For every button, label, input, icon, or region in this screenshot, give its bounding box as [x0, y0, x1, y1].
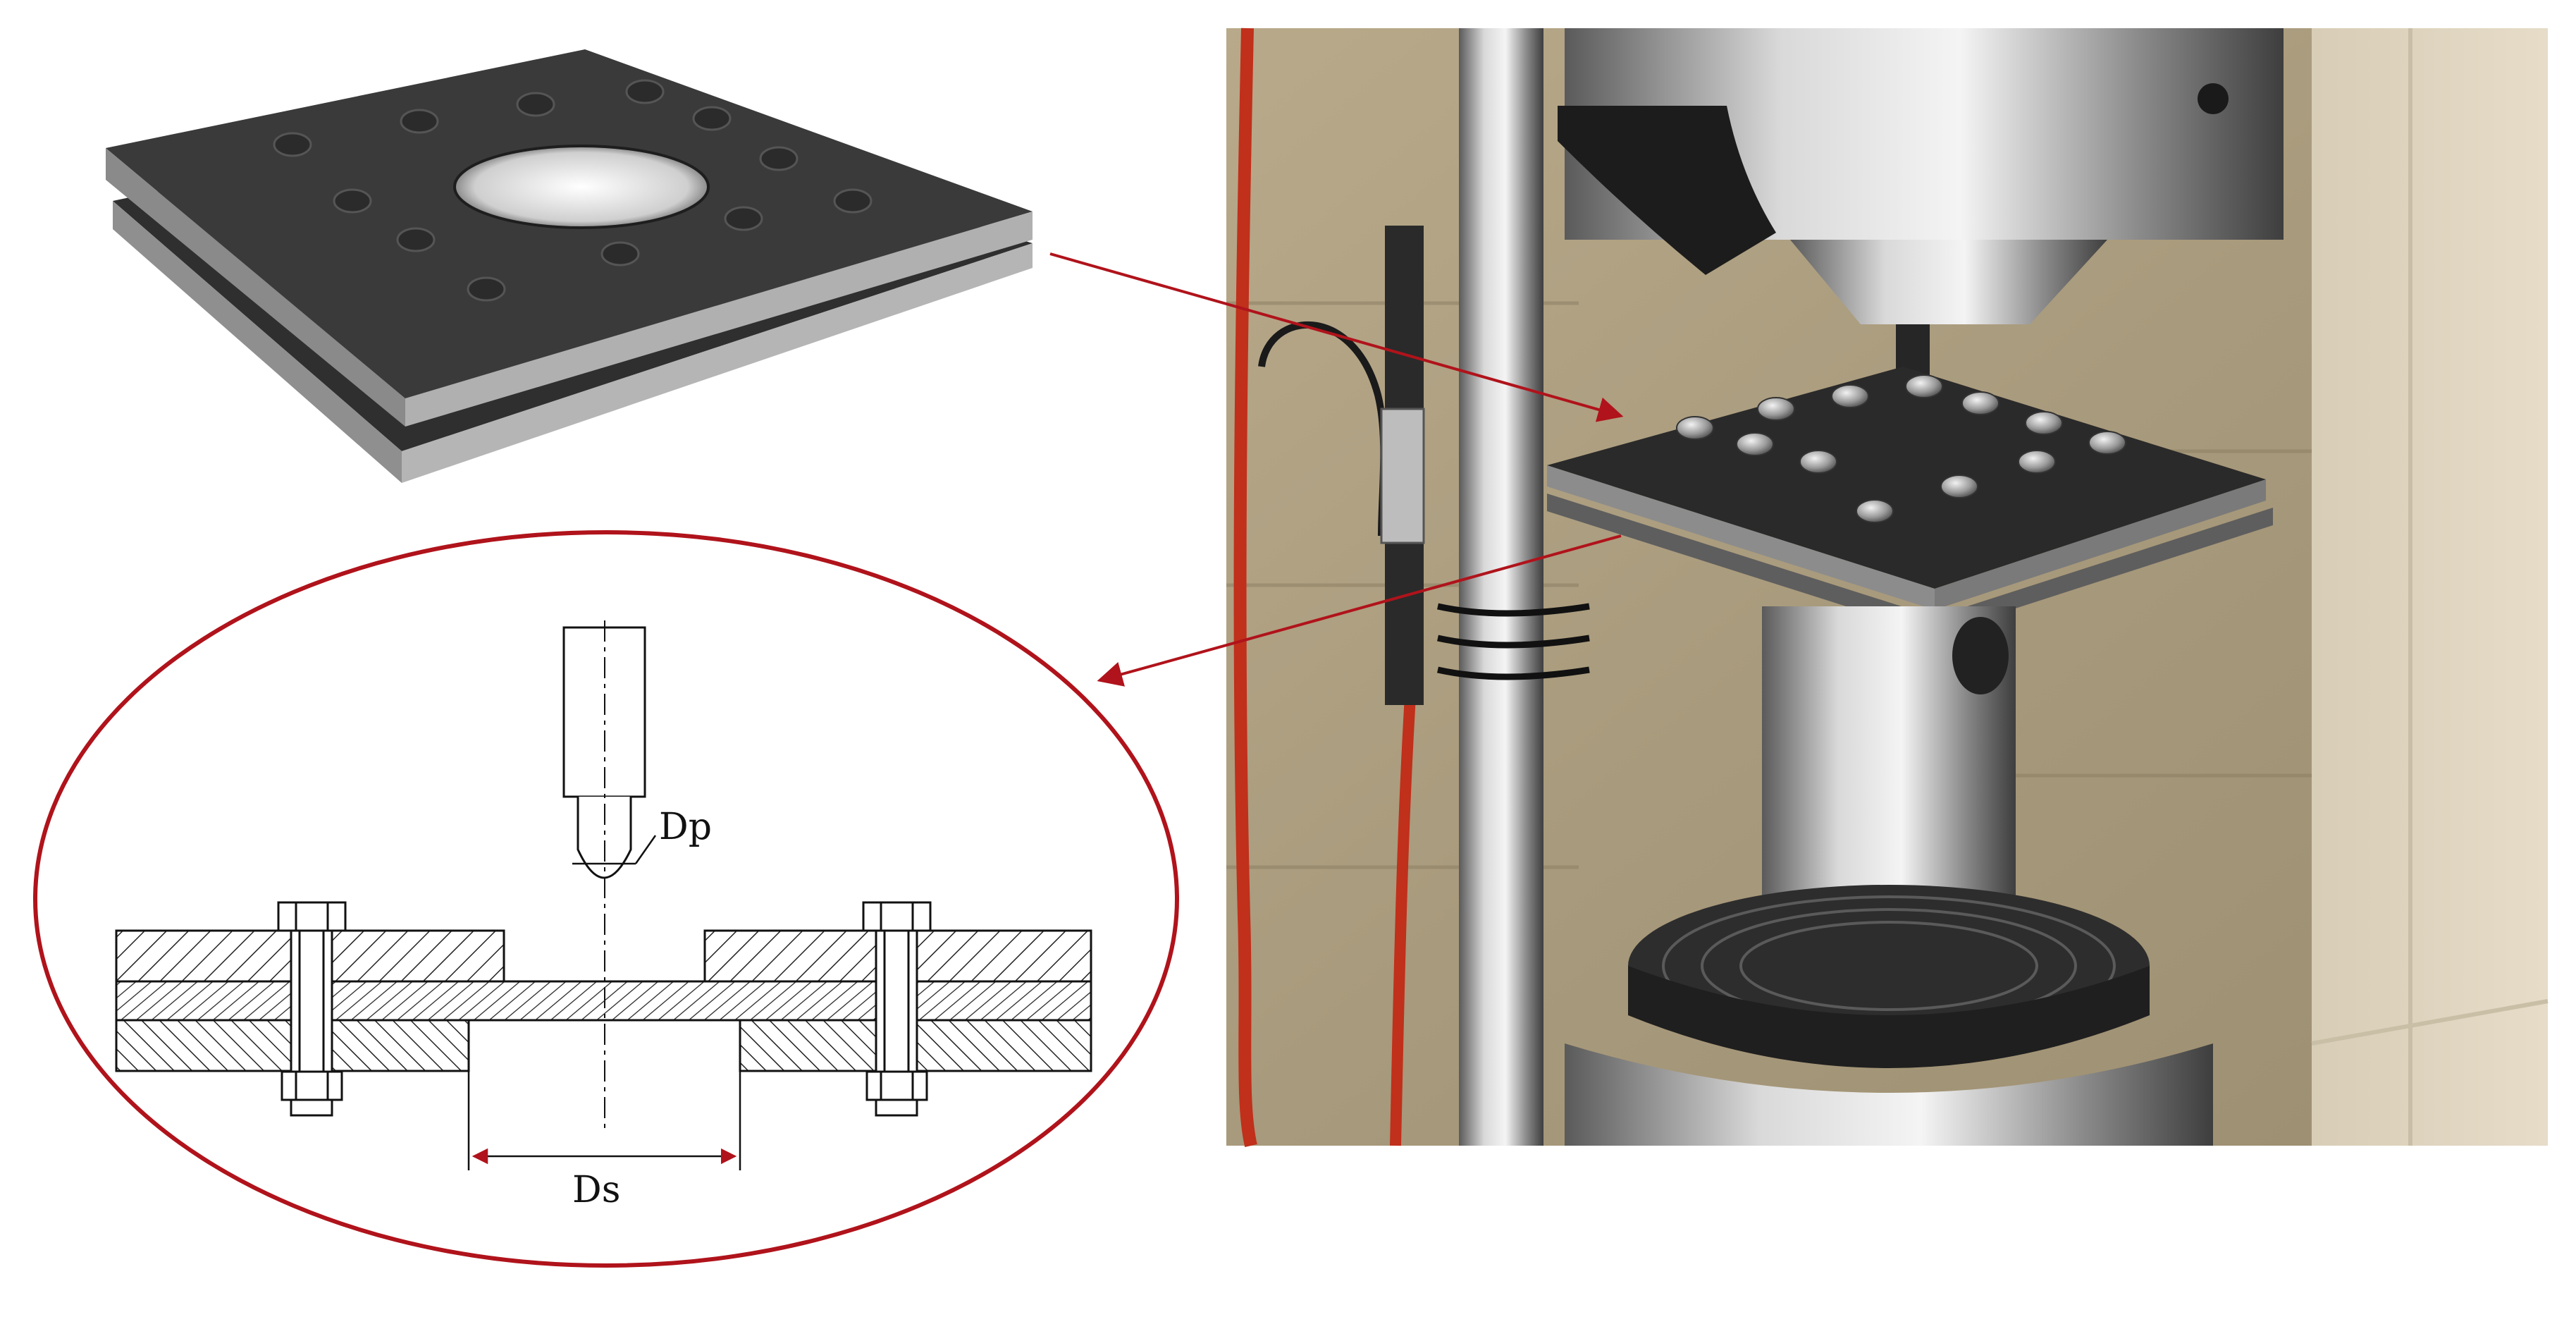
photo-of-test-setup	[1226, 27, 2549, 1148]
specimen-sheet	[115, 980, 1092, 1022]
head-hole	[2198, 83, 2229, 114]
protective-shield	[1558, 106, 1776, 275]
section-bolt-left	[277, 901, 347, 1117]
tile-wall	[2312, 28, 2548, 1146]
bolt-head	[333, 188, 372, 214]
bolt-head	[692, 106, 732, 131]
render-bolt-heads	[273, 79, 873, 302]
photo-bolt-heads	[1676, 374, 2126, 523]
lower-plate-edge-left	[113, 201, 402, 483]
support-diameter-label: Ds	[572, 1169, 620, 1211]
bolt-head	[833, 188, 873, 214]
photo-upper-plate	[1547, 367, 2266, 589]
machine-head-cone	[1790, 240, 2107, 324]
cable-ties	[1437, 603, 1590, 680]
bolt-head	[724, 206, 763, 231]
zoom-ellipse	[33, 530, 1179, 1268]
bolt-head	[273, 132, 312, 157]
bolt-head	[625, 79, 665, 104]
upper-plate-edge-left	[106, 148, 405, 427]
tile-joint	[2311, 999, 2549, 1046]
cross-section-drawing: Dp	[33, 530, 1179, 1268]
punch-diameter-label: Dp	[659, 806, 712, 848]
bolt-head	[516, 92, 555, 117]
bolt-head	[759, 146, 799, 171]
machine-base	[1565, 1043, 2213, 1146]
plate-center-hole	[453, 145, 710, 229]
section-bolt-right	[862, 901, 932, 1117]
machine-column	[1459, 28, 1543, 1146]
bolt-head	[396, 227, 436, 252]
sensor-connector	[1380, 408, 1425, 544]
arrow-photo-to-section	[1097, 534, 1622, 687]
lower-plate-edge-front	[402, 243, 1033, 483]
bolt-head	[400, 109, 439, 134]
photo-lower-plate-edge	[1547, 494, 2273, 635]
dp-leader	[634, 835, 657, 864]
bolt-head	[600, 241, 640, 267]
bolt-head	[467, 276, 506, 302]
3d-render-of-clamping-plates	[106, 49, 1033, 483]
base-platen-side	[1628, 966, 2150, 1068]
arrow-render-to-photo	[1049, 252, 1624, 422]
upper-plate-edge-front	[405, 212, 1033, 427]
photo-upper-plate-edge-right	[1935, 479, 2266, 610]
photo-upper-plate-edge	[1547, 465, 1935, 610]
cylinder-window	[1952, 617, 2009, 694]
red-cable	[1233, 27, 1257, 1148]
